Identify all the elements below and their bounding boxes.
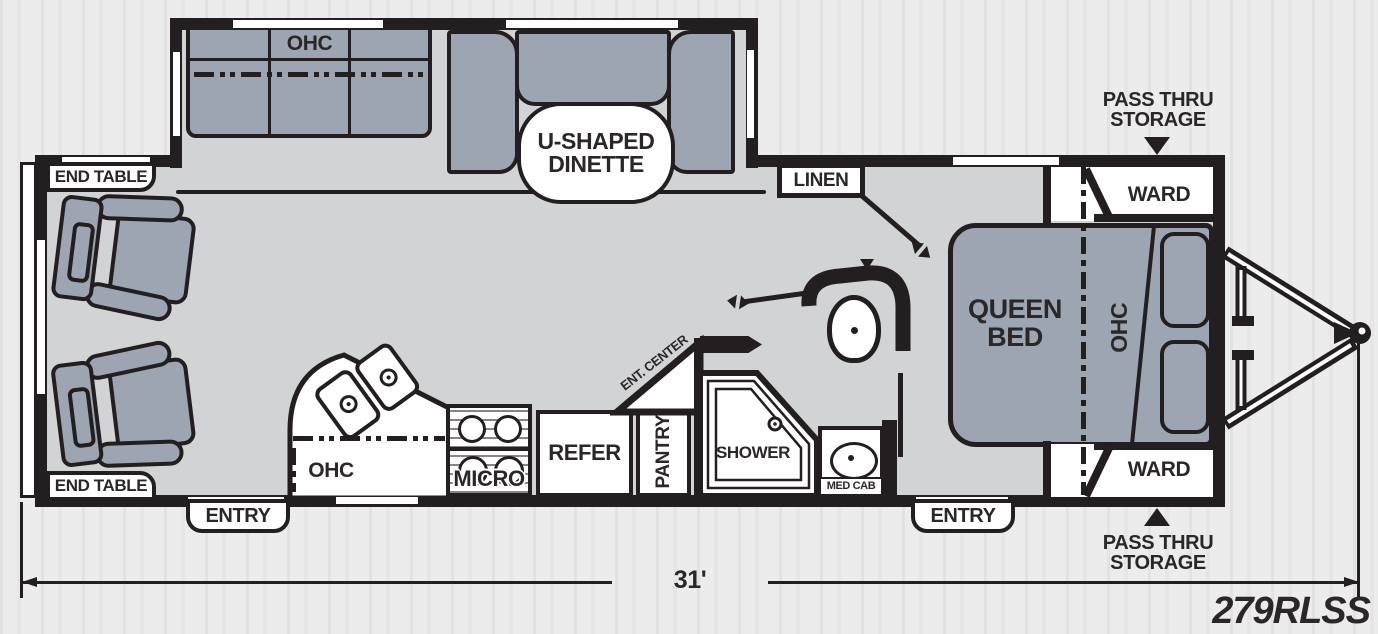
kitchen-ohc-boundary-left [291,448,296,492]
dinette-bench-left [447,30,519,174]
sofa-cushion-divider-2 [348,30,351,134]
bed-pillow-top [1160,232,1210,328]
sofa-ohc-label: OHC [286,32,333,56]
dinette-bench-right [667,30,735,174]
med-cab-label-box: MED CAB [819,477,883,496]
sofa-hide-a-bed-line [194,72,424,77]
window [747,50,754,138]
stove-divider [450,447,528,451]
window [233,20,383,28]
shower-label: SHOWER [715,443,791,462]
toilet-privacy-wall [801,259,911,351]
pass-thru-storage-bottom-label: PASS THRU STORAGE [1102,531,1214,574]
queen-label-line1: QUEEN [967,294,1063,325]
ward-top-bottom-edge [1094,214,1213,222]
bed-pillow-bottom [1160,340,1210,434]
pass-thru-top-arrow-icon [1144,137,1170,155]
shower [697,370,820,499]
entry-label-right: ENTRY [911,499,1015,533]
bedroom-ohc-label: OHC [1106,303,1133,353]
toilet [827,295,881,363]
stove-burner [458,456,488,486]
recliner-arm-bottom [95,439,184,469]
recliner-bottom [49,338,203,478]
bath-door-open [700,336,762,353]
refer-label: REFER [548,440,621,466]
window [173,52,180,136]
ward-top-diagonal [1082,167,1114,221]
stove-burner [494,415,522,443]
ward-top [1048,167,1213,221]
linen-closet: LINEN [777,163,865,198]
dimension-label: 31' [673,566,707,594]
sofa-cushion-divider-1 [268,30,271,134]
hitch-tongue [1221,246,1371,430]
vanity-sink [830,442,878,480]
bed-slide-diagonal [1130,225,1156,445]
ward-bottom-wall-stub [1043,441,1051,497]
end-table-bottom: END TABLE [46,471,156,501]
med-cab-label: MED CAB [826,479,876,492]
queen-bed-label: QUEEN BED [950,292,1080,356]
door-hinge-icon [727,294,749,310]
entry-wall-stub [898,373,903,457]
dinette-label-line2: DINETTE [548,151,644,177]
door-hinge-icon [911,242,931,258]
bed-slide-line [1081,167,1086,495]
kitchen-ohc-boundary [293,436,445,441]
pass-thru-storage-top-label: PASS THRU STORAGE [1102,88,1214,131]
window [506,20,678,28]
ward-bottom-top-edge [1094,442,1213,450]
toilet-flush-dot [851,327,858,334]
vanity-sink-dot [848,455,854,461]
dimension-extension-left [20,502,23,598]
dimension-arrow-right [1344,577,1359,587]
recliner-arm-top [95,193,185,223]
slide-out-floor-line [176,190,766,194]
dinette-bench-back [515,30,671,106]
window [336,497,418,504]
ward-top-label-box: WARD [1127,183,1191,207]
dimension-arrow-left [22,577,37,587]
window [62,157,150,165]
bath-bedroom-wall [882,420,897,497]
ward-bottom-diagonal [1082,444,1114,498]
stove-burner [458,415,486,443]
window [37,240,45,394]
window [953,157,1059,165]
dimension-line-left-segment [21,581,612,584]
recliner-back-detail [67,386,97,449]
model-number: 279RLSS [1212,590,1371,632]
ward-bottom-label-box: WARD [1127,458,1191,482]
sofa: OHC [186,26,432,138]
ward-top-wall-stub [1043,167,1051,223]
pantry-label: PANTRY [652,414,674,489]
dinette-label-line1: U-SHAPED [537,127,655,154]
refrigerator: REFER [536,410,633,497]
queen-label-line2: BED [987,322,1043,352]
pantry: PANTRY [636,406,691,497]
dimension-extension-right [1357,342,1360,598]
stove-micro [446,404,532,497]
pass-thru-bottom-arrow-icon [1144,508,1170,526]
recliner-top [49,186,203,324]
kitchen-ohc-label: OHC [308,459,354,482]
bath-swing-door [727,290,808,310]
micro-label: MICRO [453,466,525,491]
dimension-line-right-segment [768,581,1360,584]
sofa-back-divider [190,58,428,61]
dinette-table-label: U-SHAPED DINETTE [517,102,675,204]
ward-bottom [1048,444,1213,497]
linen-label: LINEN [793,169,849,191]
bedroom-door [860,194,931,258]
stove-burner [494,456,524,486]
entry-label-left: ENTRY [186,499,290,533]
recliner-back-detail [66,221,96,284]
end-table-top: END TABLE [46,162,156,192]
